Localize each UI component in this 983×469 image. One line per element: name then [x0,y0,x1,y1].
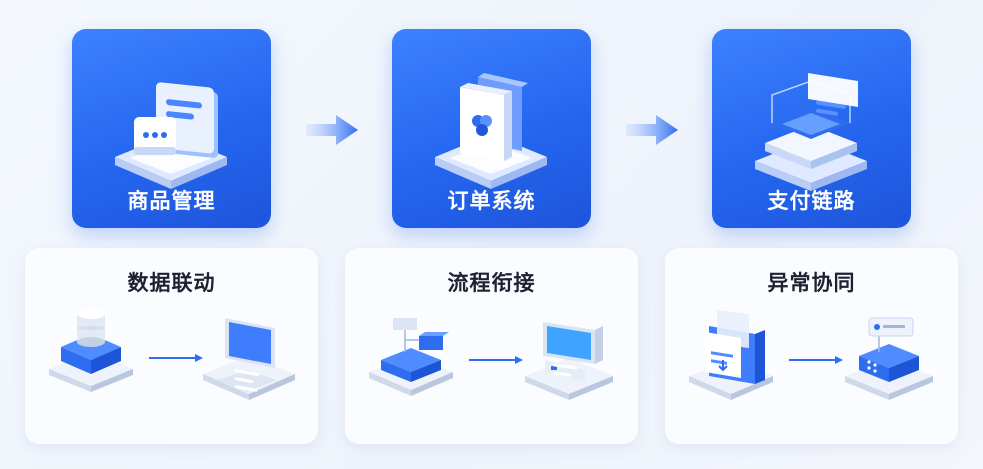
feature-card-process-link: 流程衔接 [345,248,638,444]
feature-title: 流程衔接 [447,271,536,295]
feature-title: 数据联动 [127,271,216,295]
step-tile-payment: 支付链路 [712,29,911,228]
server-node-icon [845,317,933,400]
feature-card-data-linkage: 数据联动 [25,248,318,444]
step-tile-order: 订单系统 [392,29,591,228]
database-icon [49,309,133,392]
step-label: 支付链路 [767,189,856,213]
document-download-icon [689,310,773,400]
payment-stack-icon [755,73,867,191]
arrow-right-icon [626,115,678,145]
arrow-right-icon [469,356,523,364]
chat-panel-icon [115,82,227,189]
feature-card-exception-collab: 异常协同 [665,248,958,444]
step-tile-product: 商品管理 [72,29,271,228]
feature-title: 异常协同 [767,271,856,295]
monitor-icon [203,318,295,400]
order-box-icon [435,73,547,189]
process-blocks-icon [369,318,453,396]
arrow-right-icon [149,354,203,362]
step-label: 订单系统 [447,189,536,213]
workstation-icon [525,322,613,400]
arrow-right-icon [789,356,843,364]
step-label: 商品管理 [127,189,216,213]
arrow-right-icon [306,115,358,145]
